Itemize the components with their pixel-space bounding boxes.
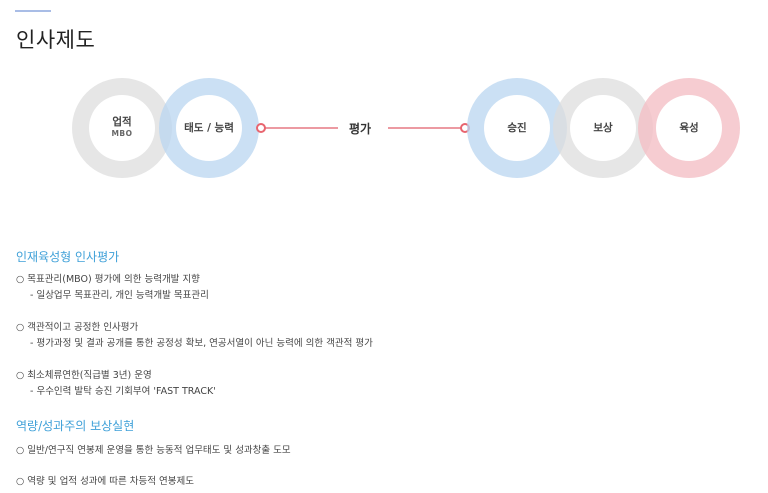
section-title-evaluation: 인재육성형 인사평가 xyxy=(16,250,120,264)
compensation-label: 보상 xyxy=(593,122,613,134)
promotion-label: 승진 xyxy=(507,122,527,134)
connector-dot-left xyxy=(256,123,266,133)
hr-evaluation-diagram: 업적 MBO 태도 / 능력 평가 승진 보상 육성 xyxy=(0,0,768,220)
development-label: 육성 xyxy=(679,122,699,134)
circle-promotion-inner xyxy=(484,95,550,161)
performance-sub-label: MBO xyxy=(111,129,133,138)
list-item: ○ 최소체류연한(직급별 3년) 운영 xyxy=(16,370,152,381)
list-item: ○ 역량 및 업적 성과에 따른 차등적 연봉제도 xyxy=(16,476,195,487)
page-title: 인사제도 xyxy=(16,28,96,52)
list-sub-item: - 우수인력 발탁 승진 기회부여 'FAST TRACK' xyxy=(30,386,216,397)
circle-performance-label: 업적 MBO xyxy=(89,116,155,140)
performance-label: 업적 xyxy=(112,116,132,128)
list-item: ○ 객관적이고 공정한 인사평가 xyxy=(16,322,139,333)
connector-line-left xyxy=(262,127,338,129)
evaluation-label: 평가 xyxy=(349,122,372,136)
connector-line-right xyxy=(388,127,464,129)
circle-development-inner xyxy=(656,95,722,161)
section-title-compensation: 역량/성과주의 보상실현 xyxy=(16,419,135,433)
list-sub-item: - 일상업무 목표관리, 개인 능력개발 목표관리 xyxy=(30,290,209,301)
circle-attitude-inner xyxy=(176,95,242,161)
list-sub-item: - 평가과정 및 결과 공개를 통한 공정성 확보, 연공서열이 아닌 능력에 … xyxy=(30,338,373,349)
list-item: ○ 목표관리(MBO) 평가에 의한 능력개발 지향 xyxy=(16,274,200,285)
circle-compensation-inner xyxy=(570,95,636,161)
title-accent-line xyxy=(15,10,51,12)
list-item: ○ 일반/연구직 연봉제 운영을 통한 능동적 업무태도 및 성과창출 도모 xyxy=(16,445,291,456)
circle-performance-inner xyxy=(89,95,155,161)
circle-attitude-label: 태도 / 능력 xyxy=(176,122,242,134)
attitude-label: 태도 / 능력 xyxy=(184,122,234,134)
